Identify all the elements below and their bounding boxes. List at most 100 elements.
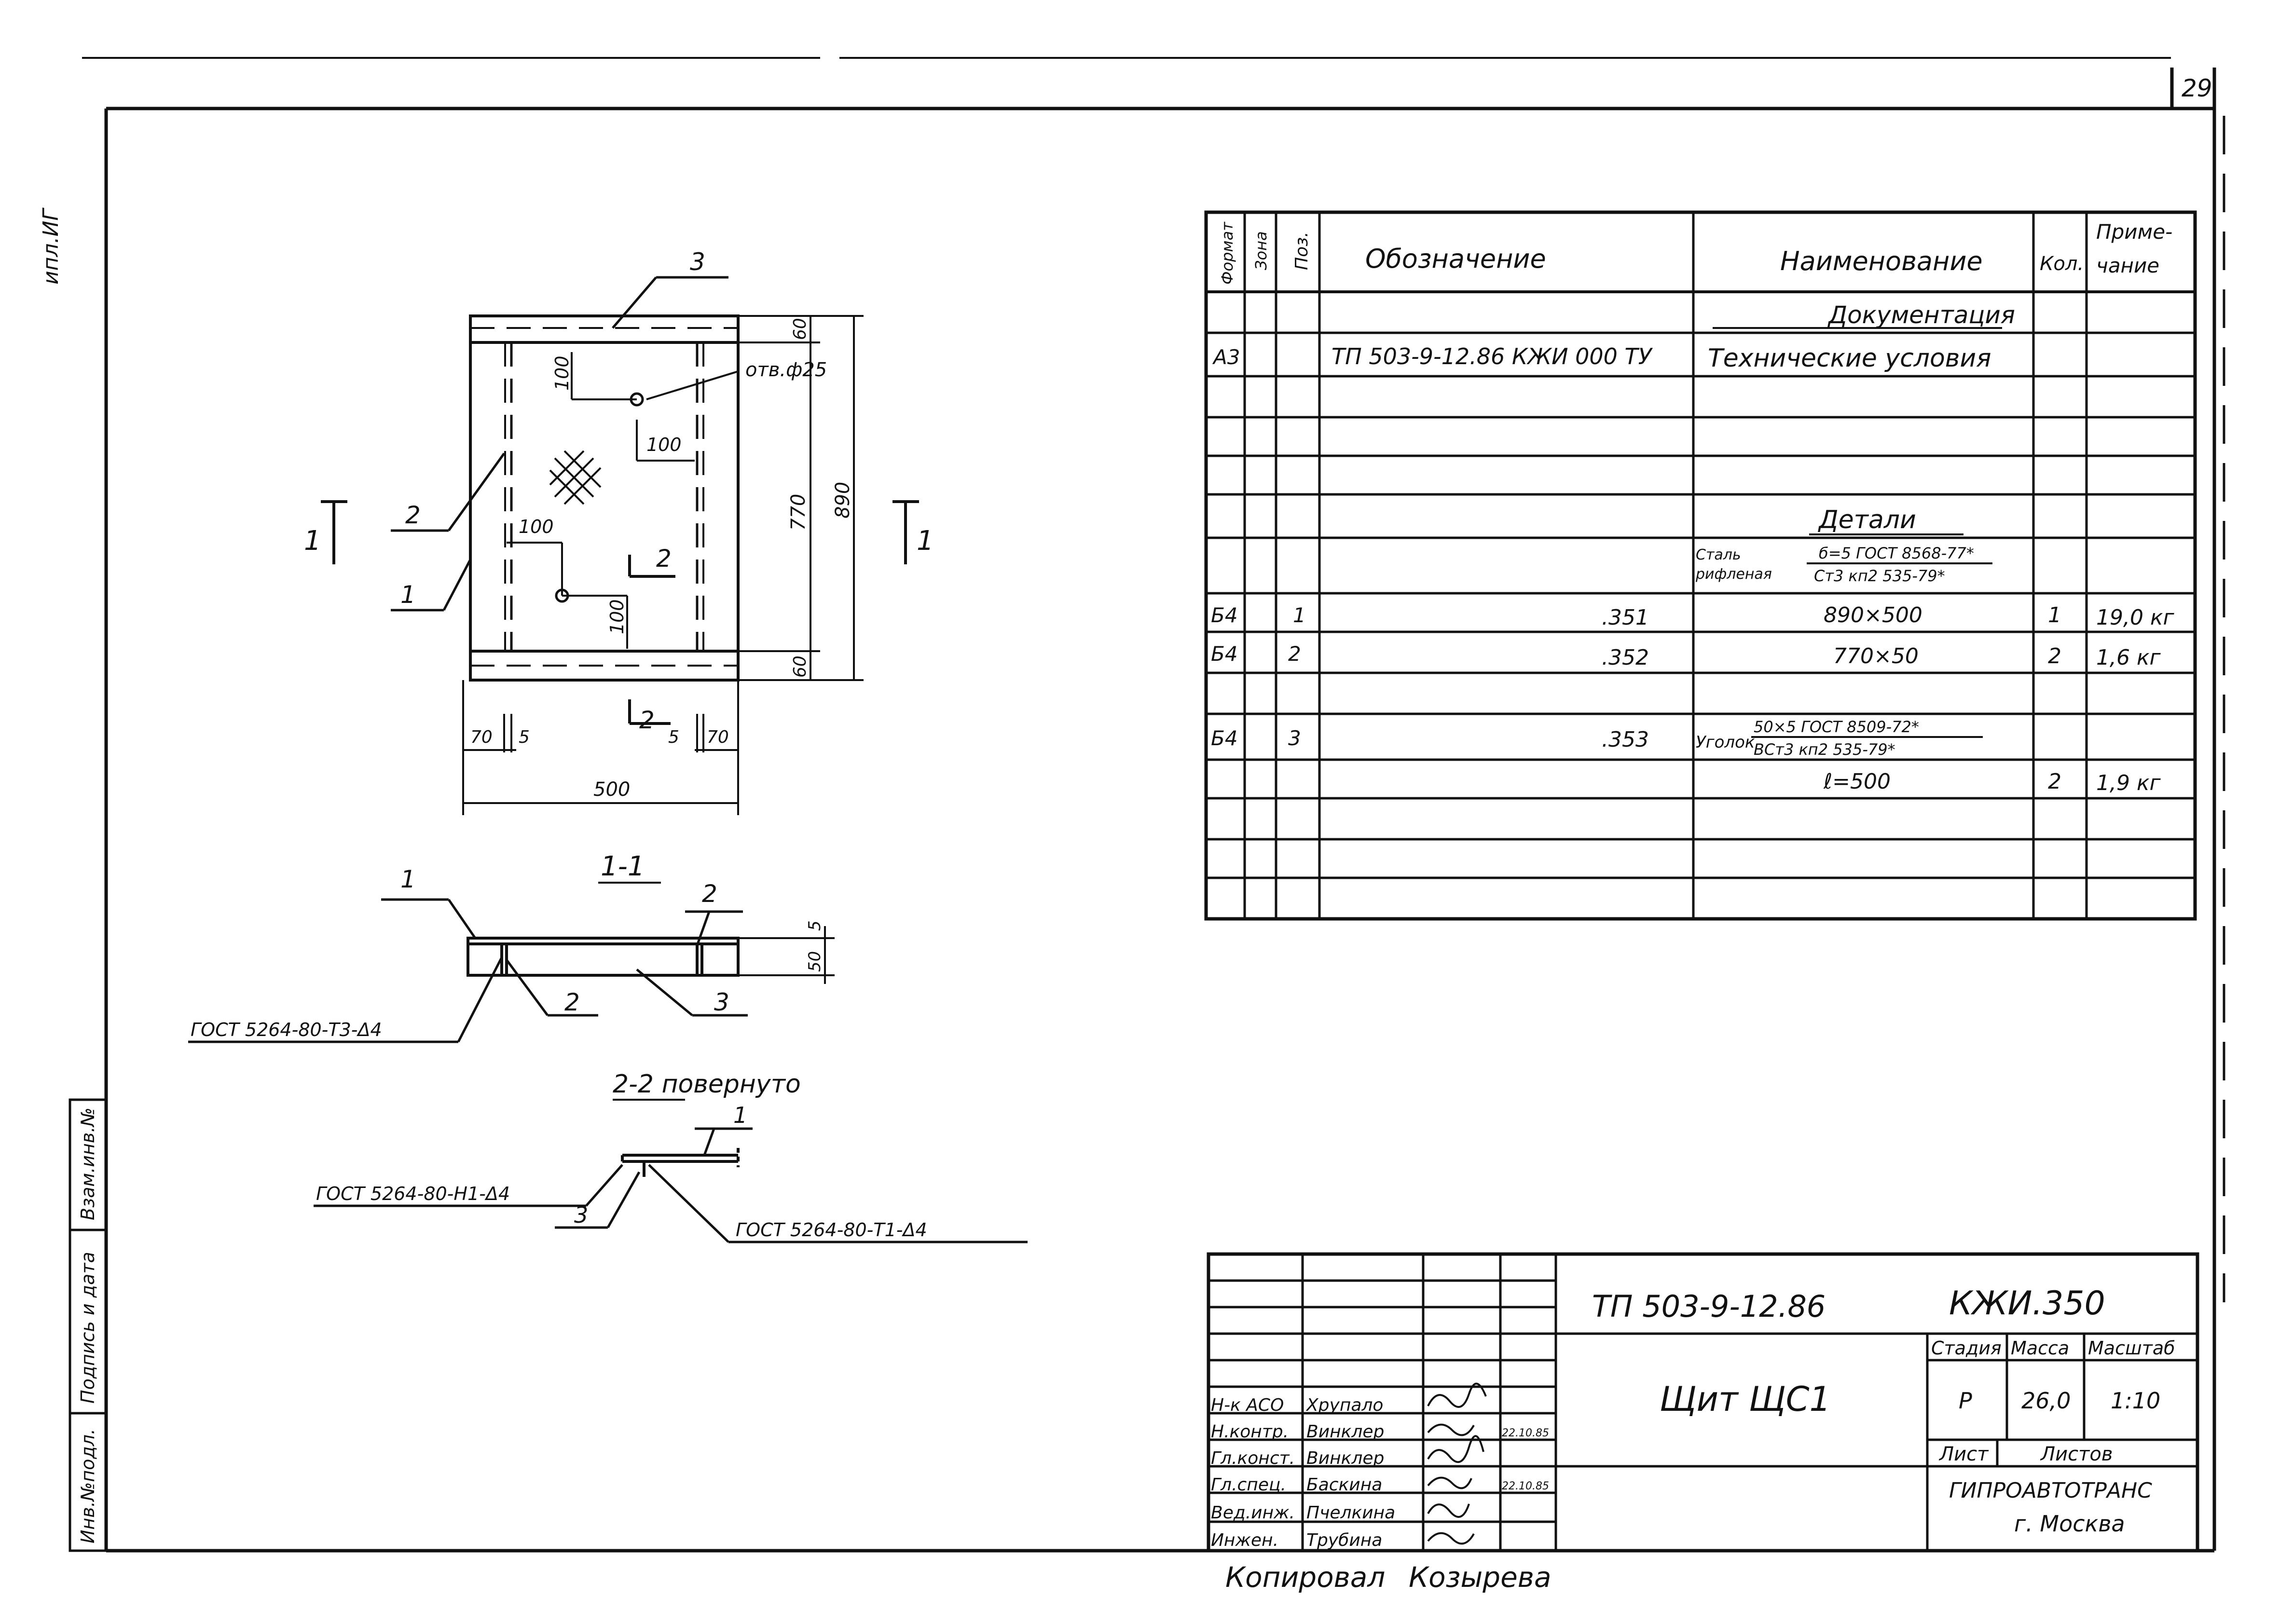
length-row-qty: 2 [2048, 769, 2061, 794]
section11-pos-2: 2 [702, 880, 717, 908]
header-qty: Кол. [2040, 253, 2084, 275]
person1-name: Хрупало [1305, 1395, 1383, 1415]
cut-1-right: 1 [917, 525, 934, 557]
doc-mark: КЖИ.350 [1949, 1284, 2105, 1323]
row1-name: 890×500 [1824, 603, 1922, 628]
doc-row-format: А3 [1212, 345, 1240, 369]
section-documentation: Документация [1827, 301, 2015, 329]
person1-role: Н-к АСО [1211, 1395, 1284, 1415]
person4-date: 22.10.85 [1502, 1480, 1549, 1492]
person6-name: Трубина [1306, 1530, 1382, 1550]
scale-label: Масштаб [2088, 1337, 2175, 1359]
left-strip: Взам.инв.№ Подпись и дата Инв.№подл. [69, 1098, 108, 1552]
dim-100-d: 100 [606, 599, 628, 634]
dim-100-c: 100 [519, 516, 554, 537]
section22-pos-1: 1 [733, 1102, 747, 1128]
cut-2-bottom: 2 [639, 706, 655, 734]
dim-5-left: 5 [519, 727, 530, 747]
angle-spec-bottom: ВСт3 кп2 535-79* [1754, 740, 1895, 759]
angle-spec-top: 50×5 ГОСТ 8509-72* [1754, 718, 1919, 736]
row1-qty: 1 [2048, 603, 2061, 628]
dim-890: 890 [832, 482, 854, 519]
org-city: г. Москва [2014, 1511, 2125, 1537]
sheet-frame [82, 57, 2225, 1553]
section11-pos-1: 1 [400, 865, 416, 893]
person2-date: 22.10.85 [1502, 1427, 1549, 1439]
doc-row-designation: ТП 503-9-12.86 КЖИ 000 ТУ [1332, 343, 1653, 369]
row2-qty: 2 [2048, 644, 2061, 669]
plan-pos-1: 1 [400, 581, 416, 609]
section11-dim-5: 5 [805, 920, 824, 931]
person2-role: Н.контр. [1211, 1422, 1289, 1442]
row3-pos: 3 [1288, 726, 1301, 750]
section11-pos-3: 3 [714, 988, 729, 1016]
person4-name: Баскина [1306, 1475, 1382, 1495]
row2-designation: .352 [1602, 645, 1649, 670]
sheets-label: Листов [2040, 1443, 2113, 1465]
header-note-1: Приме- [2096, 220, 2172, 244]
sheet-label: Лист [1938, 1443, 1989, 1465]
inv-podl-label: Инв.№подл. [77, 1429, 98, 1543]
mass-label: Масса [2011, 1337, 2069, 1359]
steel-prefix-2: рифленая [1695, 566, 1772, 583]
cut-2-top: 2 [656, 545, 672, 573]
header-pos: Поз. [1292, 232, 1312, 270]
row2-pos: 2 [1288, 642, 1301, 666]
vzam-inv-label: Взам.инв.№ [77, 1107, 98, 1220]
section11-pos-2b: 2 [564, 988, 580, 1016]
header-note-2: чание [2096, 254, 2159, 277]
length-row-name: ℓ=500 [1823, 769, 1891, 794]
dim-70-left: 70 [470, 727, 493, 747]
tread-pattern [549, 450, 602, 505]
doc-row-name: Технические условия [1708, 344, 1991, 373]
plan-view: отв.ф25 100 100 100 100 60 60 770 890 [304, 248, 934, 815]
section-details: Детали [1818, 505, 1916, 534]
person5-name: Пчелкина [1306, 1503, 1395, 1523]
stage-value: Р [1959, 1388, 1972, 1414]
section-2-2-title: 2-2 повернуто [613, 1070, 801, 1099]
row1-note: 19,0 кг [2096, 605, 2175, 630]
dim-770: 770 [787, 494, 810, 531]
plan-pos-3: 3 [690, 248, 705, 276]
section-1-1: 1-1 5 50 1 2 2 3 [188, 851, 835, 1043]
side-mark: ипл.ИГ [39, 207, 63, 285]
section-2-2: 2-2 повернуто 1 3 ГОСТ 5264-80-Н1-Δ4 ГОС… [314, 1070, 1028, 1243]
section22-weld-right: ГОСТ 5264-80-Т1-Δ4 [736, 1219, 927, 1241]
row3-designation: .353 [1602, 727, 1649, 752]
title-block: ТП 503-9-12.86 КЖИ.350 Щит ЩС1 Стадия Ма… [1207, 1252, 2199, 1553]
dim-100-b: 100 [646, 434, 682, 455]
hole-label: отв.ф25 [745, 359, 827, 381]
person3-role: Гл.конст. [1211, 1448, 1295, 1468]
copied-label: Копировал [1225, 1561, 1385, 1594]
dim-5-right: 5 [668, 727, 679, 747]
section22-pos-3: 3 [574, 1202, 588, 1228]
dim-70-right: 70 [707, 727, 729, 747]
stage-label: Стадия [1931, 1337, 2002, 1359]
row1-pos: 1 [1293, 603, 1306, 627]
signatures [1427, 1382, 1487, 1545]
steel-spec-bottom: Ст3 кп2 535-79* [1814, 567, 1945, 585]
copier-name: Козырева [1409, 1561, 1551, 1594]
person6-role: Инжен. [1211, 1530, 1278, 1550]
product-name: Щит ЩС1 [1660, 1379, 1831, 1419]
person4-role: Гл.спец. [1211, 1475, 1286, 1495]
section11-dim-50: 50 [805, 951, 824, 972]
dim-100-a: 100 [551, 355, 573, 391]
section11-weld: ГОСТ 5264-80-Т3-Δ4 [191, 1019, 382, 1040]
person5-role: Вед.инж. [1211, 1503, 1295, 1523]
steel-prefix: Сталь [1696, 546, 1741, 563]
length-row-note: 1,9 кг [2096, 771, 2161, 795]
row1-format: Б4 [1211, 603, 1238, 627]
page-number: 29 [2182, 74, 2212, 102]
row1-designation: .351 [1602, 605, 1649, 630]
row3-format: Б4 [1211, 726, 1238, 750]
header-format: Формат [1218, 221, 1236, 285]
section-1-1-title: 1-1 [601, 851, 645, 882]
doc-code: ТП 503-9-12.86 [1592, 1289, 1826, 1324]
dim-60-bottom: 60 [790, 655, 810, 678]
scale-value: 1:10 [2111, 1388, 2160, 1414]
header-designation: Обозначение [1365, 244, 1546, 274]
specification-table: Формат Зона Поз. Обозначение Наименовани… [1204, 210, 2197, 921]
dim-500: 500 [593, 778, 630, 801]
